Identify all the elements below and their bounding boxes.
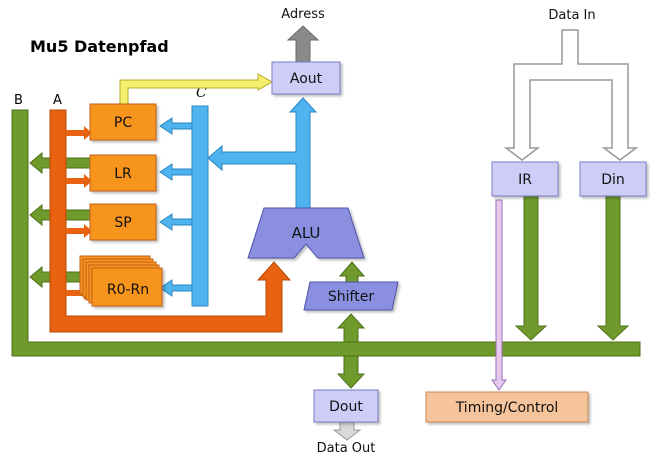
ir-label: IR — [518, 172, 532, 188]
ir-to-timing-arrow — [491, 199, 507, 391]
diagram-title: Mu5 Datenpfad — [30, 37, 169, 56]
address-out-label: Adress — [281, 7, 325, 22]
data-in-label: Data In — [548, 8, 595, 23]
register-sp-label: SP — [114, 215, 131, 231]
register-sp — [89, 203, 157, 241]
bus-c-label: C — [196, 85, 207, 101]
aout-block — [271, 61, 341, 95]
timing-control-label: Timing/Control — [455, 400, 559, 416]
data-out-label: Data Out — [317, 441, 376, 456]
register-lr — [89, 154, 157, 192]
register-pc — [89, 103, 157, 141]
shifter-label: Shifter — [328, 289, 374, 305]
pc-to-aout-arrow — [119, 73, 274, 105]
register-file-label: R0-Rn — [107, 282, 149, 298]
address-out-arrow — [286, 25, 320, 66]
alu-label: ALU — [292, 224, 321, 242]
bus-c — [159, 97, 318, 307]
dout-block — [313, 389, 379, 423]
aout-label: Aout — [290, 71, 323, 87]
shifter-block — [303, 281, 399, 311]
din-block — [579, 161, 647, 197]
alu-block — [247, 207, 365, 259]
bus-a-label: A — [53, 93, 62, 108]
din-label: Din — [601, 172, 625, 188]
dout-label: Dout — [329, 399, 363, 415]
timing-control-block — [425, 391, 589, 423]
bus-b — [11, 109, 641, 389]
bus-b-label: B — [14, 93, 23, 108]
register-pc-label: PC — [114, 115, 132, 131]
ir-block — [491, 161, 559, 197]
register-file-stack — [79, 255, 163, 307]
data-out-arrow — [332, 421, 362, 441]
register-lr-label: LR — [114, 166, 132, 182]
data-in-arrow — [503, 29, 639, 161]
